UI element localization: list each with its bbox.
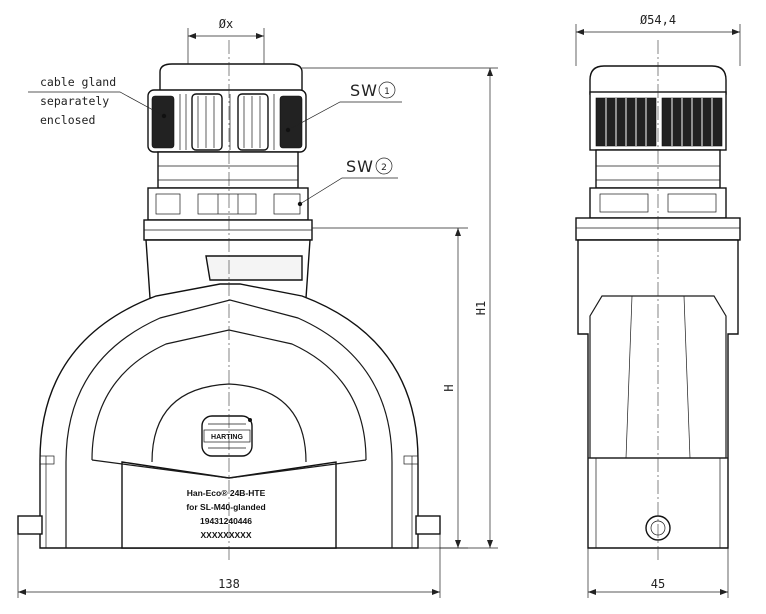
dim-width: 138 (218, 577, 240, 591)
gland-knurling (151, 93, 303, 151)
sw1-label: SW (350, 81, 378, 100)
label-line-1: Han-Eco® 24B-HTE (187, 488, 266, 498)
dimension-lines (17, 24, 741, 598)
side-view (575, 40, 741, 560)
right-pin (415, 515, 441, 535)
sw1-number: 1 (384, 87, 390, 97)
cable-gland-callout: cable gland separately enclosed (28, 75, 167, 127)
side-knurling (595, 97, 723, 147)
sw2-label: SW (346, 157, 374, 176)
label-line-4: XXXXXXXXX (200, 530, 251, 540)
dimension-labels: Øx Ø54,4 138 45 H H1 (218, 13, 676, 591)
front-view: HARTING (17, 40, 441, 560)
label-line-2: for SL-M40-glanded (186, 502, 265, 512)
cable-gland-note-3: enclosed (40, 113, 95, 127)
cable-gland-note-1: cable gland (40, 75, 116, 89)
sw2-number: 2 (381, 163, 387, 173)
gland-neck (157, 151, 299, 189)
hex-nut (147, 187, 309, 221)
product-label: Han-Eco® 24B-HTE for SL-M40-glanded 1943… (186, 488, 265, 540)
label-line-3: 19431240446 (200, 516, 252, 526)
brand-label: HARTING (211, 434, 243, 441)
cable-gland-note-2: separately (40, 94, 109, 108)
left-pin (17, 515, 43, 535)
dim-height: H (442, 384, 456, 391)
sw2-callout: SW 2 (297, 157, 398, 207)
dim-cable-diameter: Øx (219, 17, 233, 31)
dim-total-height: H1 (474, 301, 488, 315)
harting-logo: HARTING (201, 415, 253, 457)
sw1-callout: SW 1 (285, 81, 402, 133)
gland-top-nut (159, 63, 303, 93)
dim-depth: 45 (651, 577, 665, 591)
dim-side-diameter: Ø54,4 (640, 13, 676, 27)
